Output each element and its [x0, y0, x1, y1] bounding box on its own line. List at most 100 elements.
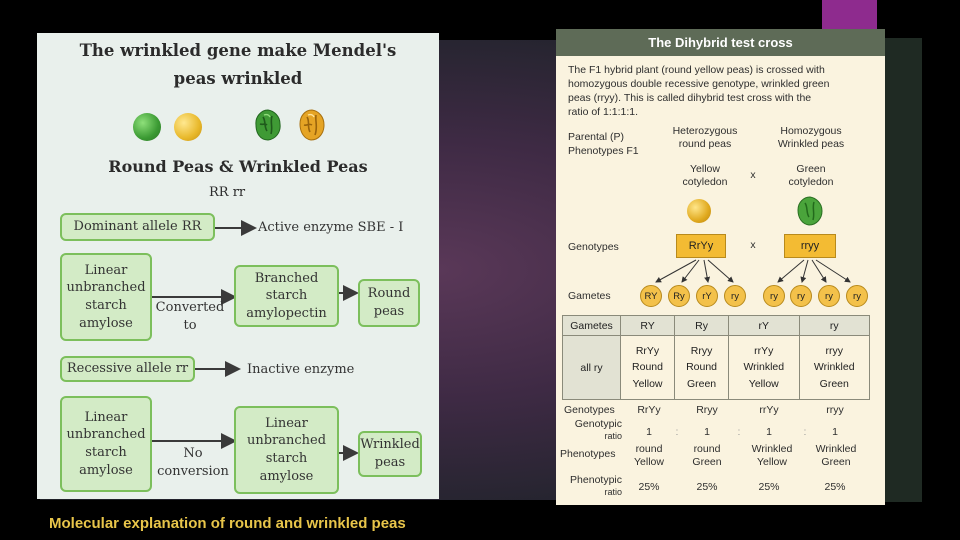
text-line: round peas: [678, 138, 732, 151]
text-line: amylose: [79, 315, 133, 331]
ratio-separator: :: [675, 426, 679, 438]
genotypic-ratio-value: 1: [646, 426, 652, 438]
linear-starch-box-1: Linear unbranched starch amylose: [60, 253, 152, 341]
gamete-p1: Ry: [668, 285, 690, 307]
linear-starch-box-3: Linear unbranched starch amylose: [234, 406, 339, 494]
cell-genotype: rrYy: [754, 345, 774, 358]
cotyledon2-label: Green cotyledon: [766, 163, 856, 189]
left-figure-title: The wrinkled gene make Mendel's peas wri…: [37, 37, 439, 93]
text-line: Wrinkled: [751, 443, 793, 455]
genotype1-box: RrYy: [676, 234, 726, 258]
cotyledon1-label: Yellow cotyledon: [660, 163, 750, 189]
text-line: starch: [265, 288, 308, 304]
gamete-p1: rY: [696, 285, 718, 307]
table-header-cell: rY: [728, 315, 800, 336]
table-cell: RrYy Round Yellow: [619, 335, 676, 400]
table-cell: Rryy Round Green: [674, 335, 730, 400]
text-line: unbranched: [246, 433, 327, 449]
cell-color: Green: [686, 377, 717, 390]
text-line: cotyledon: [682, 176, 728, 189]
text-line: Round: [367, 286, 411, 302]
accent-bar: [822, 0, 877, 32]
text-line: ratio: [604, 431, 622, 442]
text-line: starch: [265, 451, 308, 466]
text-line: to: [183, 317, 197, 333]
text-line: peas: [373, 304, 405, 319]
gamete-p1: RY: [640, 285, 662, 307]
text-line: ratio of 1:1:1:1.: [568, 105, 639, 118]
text-line: No: [183, 446, 203, 461]
genotypic-ratio-value: 1: [832, 426, 838, 438]
summary-genotypes-label: Genotypes: [564, 404, 615, 416]
left-genotypes: RR rr: [209, 185, 246, 200]
cell-shape: Wrinkled: [813, 361, 855, 374]
no-conversion-label: No conversion: [154, 445, 232, 480]
phenotypic-ratio-value: 25%: [758, 481, 780, 493]
yellow-round-pea-icon: [687, 199, 711, 223]
text-line: Linear: [84, 409, 128, 425]
wrinkled-yellow-pea-icon: [299, 109, 325, 141]
table-header-cell: RY: [619, 315, 676, 336]
text-line: starch: [85, 298, 127, 313]
active-enzyme-label: Active enzyme SBE - I: [258, 220, 404, 235]
text-line: peas: [374, 455, 406, 470]
left-title-line2: peas wrinkled: [173, 69, 303, 88]
round-peas-box: Round peas: [358, 279, 420, 327]
cell-color: Green: [819, 377, 849, 390]
summary-genotype: rrYy: [759, 404, 779, 416]
table-header-cell: Gametes: [562, 315, 621, 336]
flow-arrows: [152, 220, 359, 461]
table-header-row: Gametes RY Ry rY ry: [562, 315, 871, 336]
table-header-cell: ry: [798, 315, 871, 336]
text-line: cotyledon: [788, 176, 834, 189]
table-header-cell: Ry: [674, 315, 730, 336]
genotypic-ratio-value: 1: [766, 426, 772, 438]
green-wrinkled-pea-icon: [797, 196, 823, 226]
dominant-allele-box: Dominant allele RR: [60, 213, 215, 241]
table-cell: rrYy Wrinkled Yellow: [728, 335, 800, 400]
summary-genotype: Rryy: [696, 404, 718, 416]
cell-genotype: RrYy: [635, 345, 660, 358]
phenotypic-ratio-value: 25%: [824, 481, 846, 493]
left-figure-round-wrinkled: The wrinkled gene make Mendel's peas wri…: [37, 33, 439, 499]
text-line: Parental (P): [568, 131, 625, 143]
parental-label: Parental (P) Phenotypes F1: [568, 131, 639, 159]
genotypes-row-label: Genotypes: [568, 241, 619, 253]
table-row: all ry RrYy Round Yellow Rryy Round Gree…: [562, 335, 871, 400]
wrinkled-green-pea-icon: [255, 109, 281, 141]
right-figure-dihybrid-test-cross: The Dihybrid test cross The F1 hybrid pl…: [556, 29, 885, 505]
text-line: amylose: [79, 462, 133, 478]
text-line: peas (rryy). This is called dihybrid tes…: [568, 91, 812, 104]
summary-phenotypes-label: Phenotypes: [560, 448, 616, 460]
text-line: unbranched: [66, 427, 146, 443]
cross-symbol-2: x: [750, 239, 756, 251]
gamete-p2: ry: [763, 285, 785, 307]
cross-symbol: x: [750, 169, 756, 181]
genotypic-ratio-label: Genotypic ratio: [562, 418, 622, 442]
text-line: amylopectin: [246, 305, 327, 321]
genotypic-ratio-value: 1: [704, 426, 710, 438]
text-line: Homozygous: [780, 125, 842, 137]
table-row-label: all ry: [562, 335, 621, 400]
converted-to-label: Converted to: [155, 299, 225, 334]
ratio-separator: :: [737, 426, 741, 438]
intro-paragraph: The F1 hybrid plant (round yellow peas) …: [568, 64, 878, 119]
text-line: Linear: [265, 415, 308, 431]
gametes-row-label: Gametes: [568, 290, 611, 302]
cell-shape: Wrinkled: [743, 361, 785, 374]
text-line: unbranched: [66, 280, 146, 296]
slide-caption: Molecular explanation of round and wrink…: [49, 515, 406, 532]
text-line: round: [635, 443, 663, 455]
branched-starch-box: Branched starch amylopectin: [234, 265, 339, 327]
text-line: Branched: [254, 270, 319, 286]
cell-genotype: rryy: [825, 345, 844, 358]
phenotypic-ratio-value: 25%: [638, 481, 660, 493]
text-line: Heterozygous: [672, 125, 738, 137]
text-line: ratio: [604, 487, 622, 498]
background-panel: [880, 38, 922, 502]
summary-phenotype: round Yellow: [624, 443, 674, 469]
punnett-square: Gametes RY Ry rY ry all ry RrYy Round Ye…: [562, 315, 871, 400]
cell-shape: Round: [686, 361, 718, 374]
gamete-p2: ry: [846, 285, 868, 307]
recessive-allele-box: Recessive allele rr: [60, 356, 195, 382]
